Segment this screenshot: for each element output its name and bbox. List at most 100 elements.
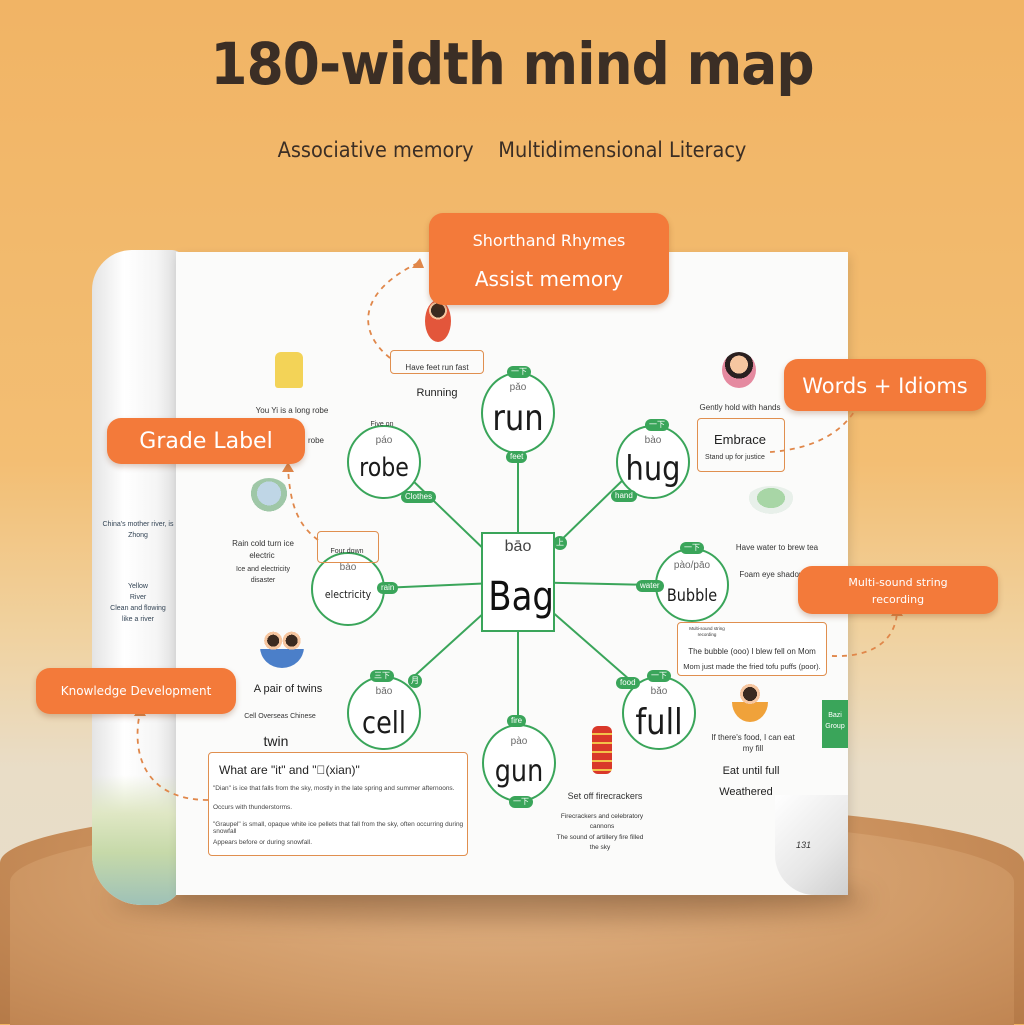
rain-phrase-3: electric [249,551,275,560]
cell-grade-tag: 三下 [370,670,394,682]
run-phrase: Have feet run fast [405,363,469,372]
rain-phrase-4: Ice and electricity disaster [235,566,291,584]
robe-pinyin: páo [375,435,393,446]
robe-illustration [275,352,303,388]
run-pinyin: pǎo [509,382,527,393]
callout-shorthand-rhymes: Shorthand Rhymes Assist memory [429,213,669,305]
page-subtitle: Associative memory Multidimensional Lite… [41,138,983,162]
page-curl [775,795,848,895]
roll-text-6: like a river [122,616,154,623]
node-hug: bào hug [616,425,690,499]
bubble-grade-tag: 一下 [680,542,704,554]
knowledge-line-2: Occurs with thunderstorms. [213,804,293,811]
subtitle-associative: Associative memory [277,138,474,162]
roll-text-5: Clean and flowing [110,605,166,612]
knowledge-box: What are "it" and " (xian)" "Dian" is ic… [208,752,468,856]
page-number: 131 [796,840,812,850]
multi-sound-label: Multi-sound string recording [689,626,725,637]
cell-phrase-1: A pair of twins [253,683,323,695]
knowledge-question: What are "it" and " (xian)" [219,763,360,777]
full-side-tag: Bazi Group [822,700,848,748]
gun-radical-tag: fire [507,715,527,727]
node-run: pǎo run [481,372,555,454]
run-phrase-box [390,350,484,374]
callout-multi-sound: Multi-sound string recording [798,566,998,614]
callout-words-idioms: Words + Idioms [784,359,986,411]
callout-shorthand-line-1: Shorthand Rhymes [472,231,626,250]
roll-text-4: River [129,594,147,601]
run-grade-tag: 一下 [507,366,531,378]
firecracker-illustration [592,726,612,774]
robe-radical-tag: Clothes [401,491,437,503]
cloud-rain-illustration [247,478,291,522]
callout-multi-sound-line-2: recording [871,593,925,606]
callout-shorthand-line-2: Assist memory [474,267,624,291]
hug-radical-tag: hand [611,490,637,502]
robe-phrase-1: Five on [370,421,394,428]
full-radical-tag: food [616,677,640,689]
gun-grade-tag: 一下 [509,796,533,808]
full-word: full [635,702,683,743]
hug-child-illustration [722,352,756,388]
robe-phrase-2: You Yi is a long robe [255,406,329,415]
center-node: bāo Bag [481,532,555,632]
multi-sound-line-1: The bubble (ooo) I blew fell on Mom [688,647,816,656]
hug-phrase-2: Embrace [713,432,767,447]
node-cell: bāo cell [347,676,421,750]
eating-child-illustration [732,682,768,722]
roll-text-1: China's mother river, is [102,521,174,528]
rain-phrase-2: Rain cold turn ice [232,539,294,548]
page-title: 180-width mind map [210,30,814,98]
cell-word: cell [362,706,406,741]
subtitle-literacy: Multidimensional Literacy [498,138,747,162]
book-roll: China's mother river, is Zhong Yellow Ri… [92,250,184,905]
full-phrase-2: Eat until full [722,765,780,777]
hug-phrase-1: Gently hold with hands [699,403,781,412]
rain-pinyin: báo [339,562,357,573]
gun-phrase-2: Firecrackers and celebratory cannons [560,813,644,830]
knowledge-line-4: Appears before or during snowfall. [213,839,313,846]
gun-phrase-1: Set off firecrackers [567,791,643,801]
roll-text-3: Yellow [128,583,148,590]
hug-grade-tag: 一下 [645,419,669,431]
gun-phrase-3: The sound of artillery fire filled the s… [556,834,644,851]
hug-phrase-box [697,418,785,472]
cell-radical-tag: 月 [408,674,422,688]
center-word: Bag [488,574,554,620]
bubble-pinyin: pào/pāo [673,560,711,571]
robe-phrase-3: robe [307,436,324,445]
node-robe: páo robe [347,425,421,499]
callout-multi-sound-line-1: Multi-sound string [848,576,948,589]
callout-grade-label-text: Grade Label [139,429,273,454]
gun-word: gun [494,754,544,789]
rain-radical-tag: rain [377,582,399,594]
bubble-word: Bubble [666,586,718,606]
hug-word: hug [625,449,681,489]
cell-phrase-2: Cell Overseas Chinese [244,713,316,720]
full-pinyin: bǎo [650,686,668,697]
callout-grade-label: Grade Label [107,418,305,464]
knowledge-line-1: "Dian" is ice that falls from the sky, m… [213,785,455,792]
bubble-phrase-2: Foam eye shadow [739,570,805,579]
roll-landscape [92,775,184,905]
multi-sound-line-2: Mom just made the fried tofu puffs (poor… [683,662,821,671]
center-grade-tag: 上 [553,536,567,550]
full-phrase-3: Weathered [719,786,773,798]
node-gun: pào gun [482,724,556,802]
roll-text-2: Zhong [128,532,148,539]
callout-knowledge: Knowledge Development [36,668,236,714]
cell-pinyin: bāo [375,686,393,697]
node-bubble: pào/pāo Bubble [655,548,729,622]
run-example: Running [416,387,458,399]
hug-phrase-3: Stand up for justice [705,454,765,461]
robe-word: robe [359,453,409,483]
rain-word: electricity [324,588,372,601]
bubble-phrase-1: Have water to brew tea [735,543,819,552]
full-phrase-1: If there's food, I can eat my fill [711,733,795,753]
running-child-illustration [425,300,451,342]
twins-illustration [260,626,304,668]
bubble-radical-tag: water [636,580,664,592]
center-pinyin: bāo [504,538,532,555]
gun-pinyin: pào [510,736,528,747]
